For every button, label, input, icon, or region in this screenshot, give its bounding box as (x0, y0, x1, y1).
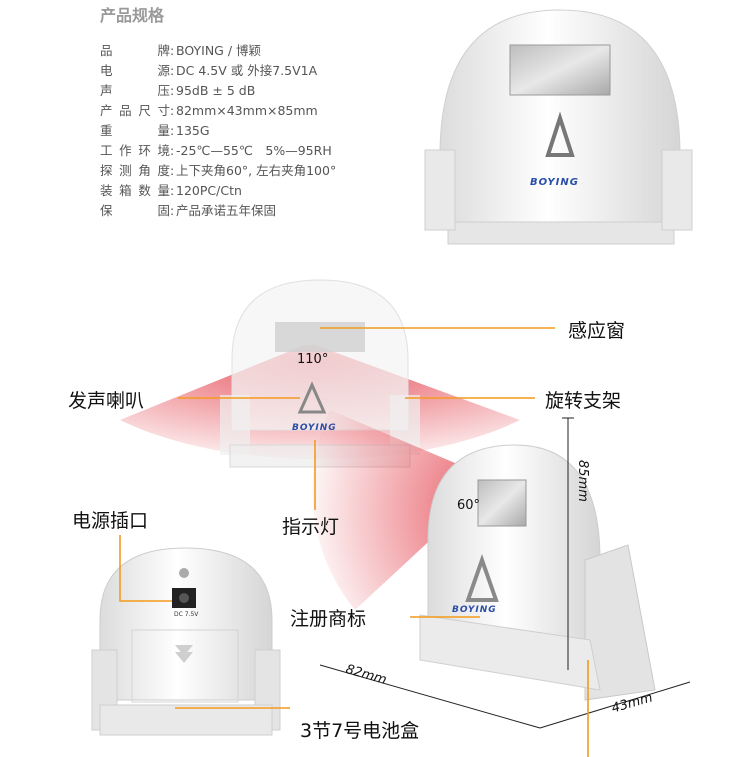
spec-label: 品 牌 (100, 43, 170, 58)
spec-row: 工作环境:-25℃—55℃ 5%—95RH (100, 140, 332, 159)
spec-value: BOYING / 博颖 (176, 43, 262, 58)
spec-colon: : (170, 143, 175, 158)
callout-sensor-window: 感应窗 (568, 320, 626, 342)
spec-value: 95dB ± 5 dB (176, 83, 256, 98)
spec-colon: : (170, 203, 175, 218)
spec-value: 135G (176, 123, 210, 138)
spec-label: 重 量 (100, 123, 170, 138)
side-product-image: BOYING (419, 444, 656, 701)
spec-value: -25℃—55℃ 5%—95RH (176, 143, 332, 158)
spec-row: 产品尺寸:82mm×43mm×85mm (100, 100, 318, 119)
spec-colon: : (170, 63, 175, 78)
vertical-detection-cone (312, 410, 495, 610)
spec-colon: : (170, 43, 175, 58)
spec-row: 品 牌:BOYING / 博颖 (100, 40, 261, 59)
top-brand-mark: BOYING (530, 177, 579, 188)
callout-battery-box: 3节7号电池盒 (300, 720, 420, 742)
svg-text:BOYING: BOYING (292, 423, 337, 433)
spec-label: 产品尺寸 (100, 103, 170, 118)
dimension-height: 85mm (575, 460, 590, 502)
spec-value: 产品承诺五年保固 (176, 203, 277, 218)
top-product-image: BOYING (424, 9, 693, 245)
dimension-lines (319, 417, 691, 729)
spec-label: 保 固 (100, 203, 170, 218)
spec-value: 120PC/Ctn (176, 183, 242, 198)
spec-colon: : (170, 83, 175, 98)
horizontal-angle-label: 110° (297, 352, 329, 367)
spec-row: 保 固:产品承诺五年保固 (100, 200, 276, 219)
spec-colon: : (170, 123, 175, 138)
spec-colon: : (170, 163, 175, 178)
spec-label: 探测角度 (100, 163, 170, 178)
back-product-image (91, 547, 281, 736)
spec-label: 电 源 (100, 63, 170, 78)
callout-power-jack: 电源插口 (72, 510, 149, 532)
vertical-angle-label: 60° (457, 498, 481, 513)
callout-indicator-light: 指示灯 (282, 516, 340, 538)
callout-leaders (119, 327, 589, 757)
spec-colon: : (170, 183, 175, 198)
spec-label: 声 压 (100, 83, 170, 98)
spec-row: 重 量:135G (100, 120, 210, 139)
spec-value: DC 4.5V 或 外接7.5V1A (176, 63, 318, 78)
callout-trademark: 注册商标 (290, 608, 367, 630)
spec-row: 装箱数量:120PC/Ctn (100, 180, 242, 199)
spec-row: 电 源:DC 4.5V 或 外接7.5V1A (100, 60, 317, 79)
svg-text:BOYING: BOYING (452, 605, 497, 615)
spec-row: 声 压:95dB ± 5 dB (100, 80, 255, 99)
spec-value: 上下夹角60°, 左右夹角100° (176, 163, 337, 178)
callout-speaker: 发声喇叭 (68, 390, 145, 412)
back-panel-label: DC 7.5V (174, 611, 199, 618)
spec-title: 产品规格 (100, 6, 165, 25)
spec-row: 探测角度:上下夹角60°, 左右夹角100° (100, 160, 336, 179)
spec-value: 82mm×43mm×85mm (176, 103, 318, 118)
spec-colon: : (170, 103, 175, 118)
spec-label: 工作环境 (100, 143, 170, 158)
spec-label: 装箱数量 (100, 183, 170, 198)
callout-rotating-bracket: 旋转支架 (545, 390, 622, 412)
